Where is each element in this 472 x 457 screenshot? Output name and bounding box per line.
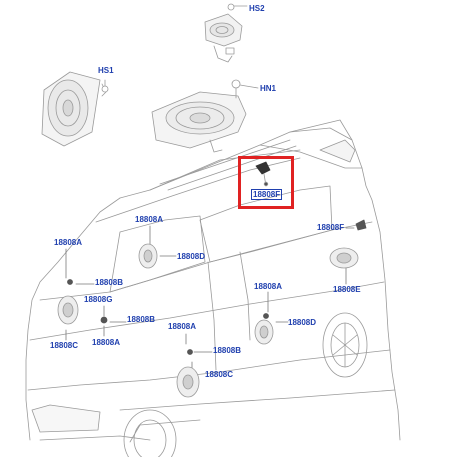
label-hs2: HS2: [249, 4, 265, 13]
speaker-hs1: [41, 71, 109, 147]
label-18808b: 18808B: [127, 315, 156, 324]
car-body-outline: [25, 119, 401, 443]
tweeters-small: [67, 219, 367, 355]
rear-wheel: [322, 312, 368, 378]
highlight-box: [238, 156, 294, 209]
label-18808f: 18808F: [317, 223, 345, 232]
label-18808d: 18808D: [288, 318, 317, 327]
tweeter-hs2: [204, 3, 248, 63]
label-18808f-highlighted: 18808F: [251, 189, 283, 200]
label-18808c: 18808C: [50, 341, 79, 350]
label-hs1: HS1: [98, 66, 114, 75]
subwoofer-hn1: [151, 79, 259, 153]
label-hn1: HN1: [260, 84, 277, 93]
door-speakers: [57, 243, 359, 398]
label-18808g: 18808G: [84, 295, 113, 304]
label-18808a: 18808A: [92, 338, 121, 347]
label-18808a: 18808A: [254, 282, 283, 291]
label-18808a: 18808A: [54, 238, 83, 247]
label-18808b: 18808B: [95, 278, 124, 287]
label-18808c: 18808C: [205, 370, 234, 379]
label-18808e: 18808E: [333, 285, 361, 294]
label-18808b: 18808B: [213, 346, 242, 355]
front-wheel: [123, 409, 177, 457]
leader-lines: [65, 225, 355, 369]
label-18808d: 18808D: [177, 252, 206, 261]
label-18808a: 18808A: [168, 322, 197, 331]
label-18808a: 18808A: [135, 215, 164, 224]
part-18808f-highlighted: [255, 161, 271, 187]
